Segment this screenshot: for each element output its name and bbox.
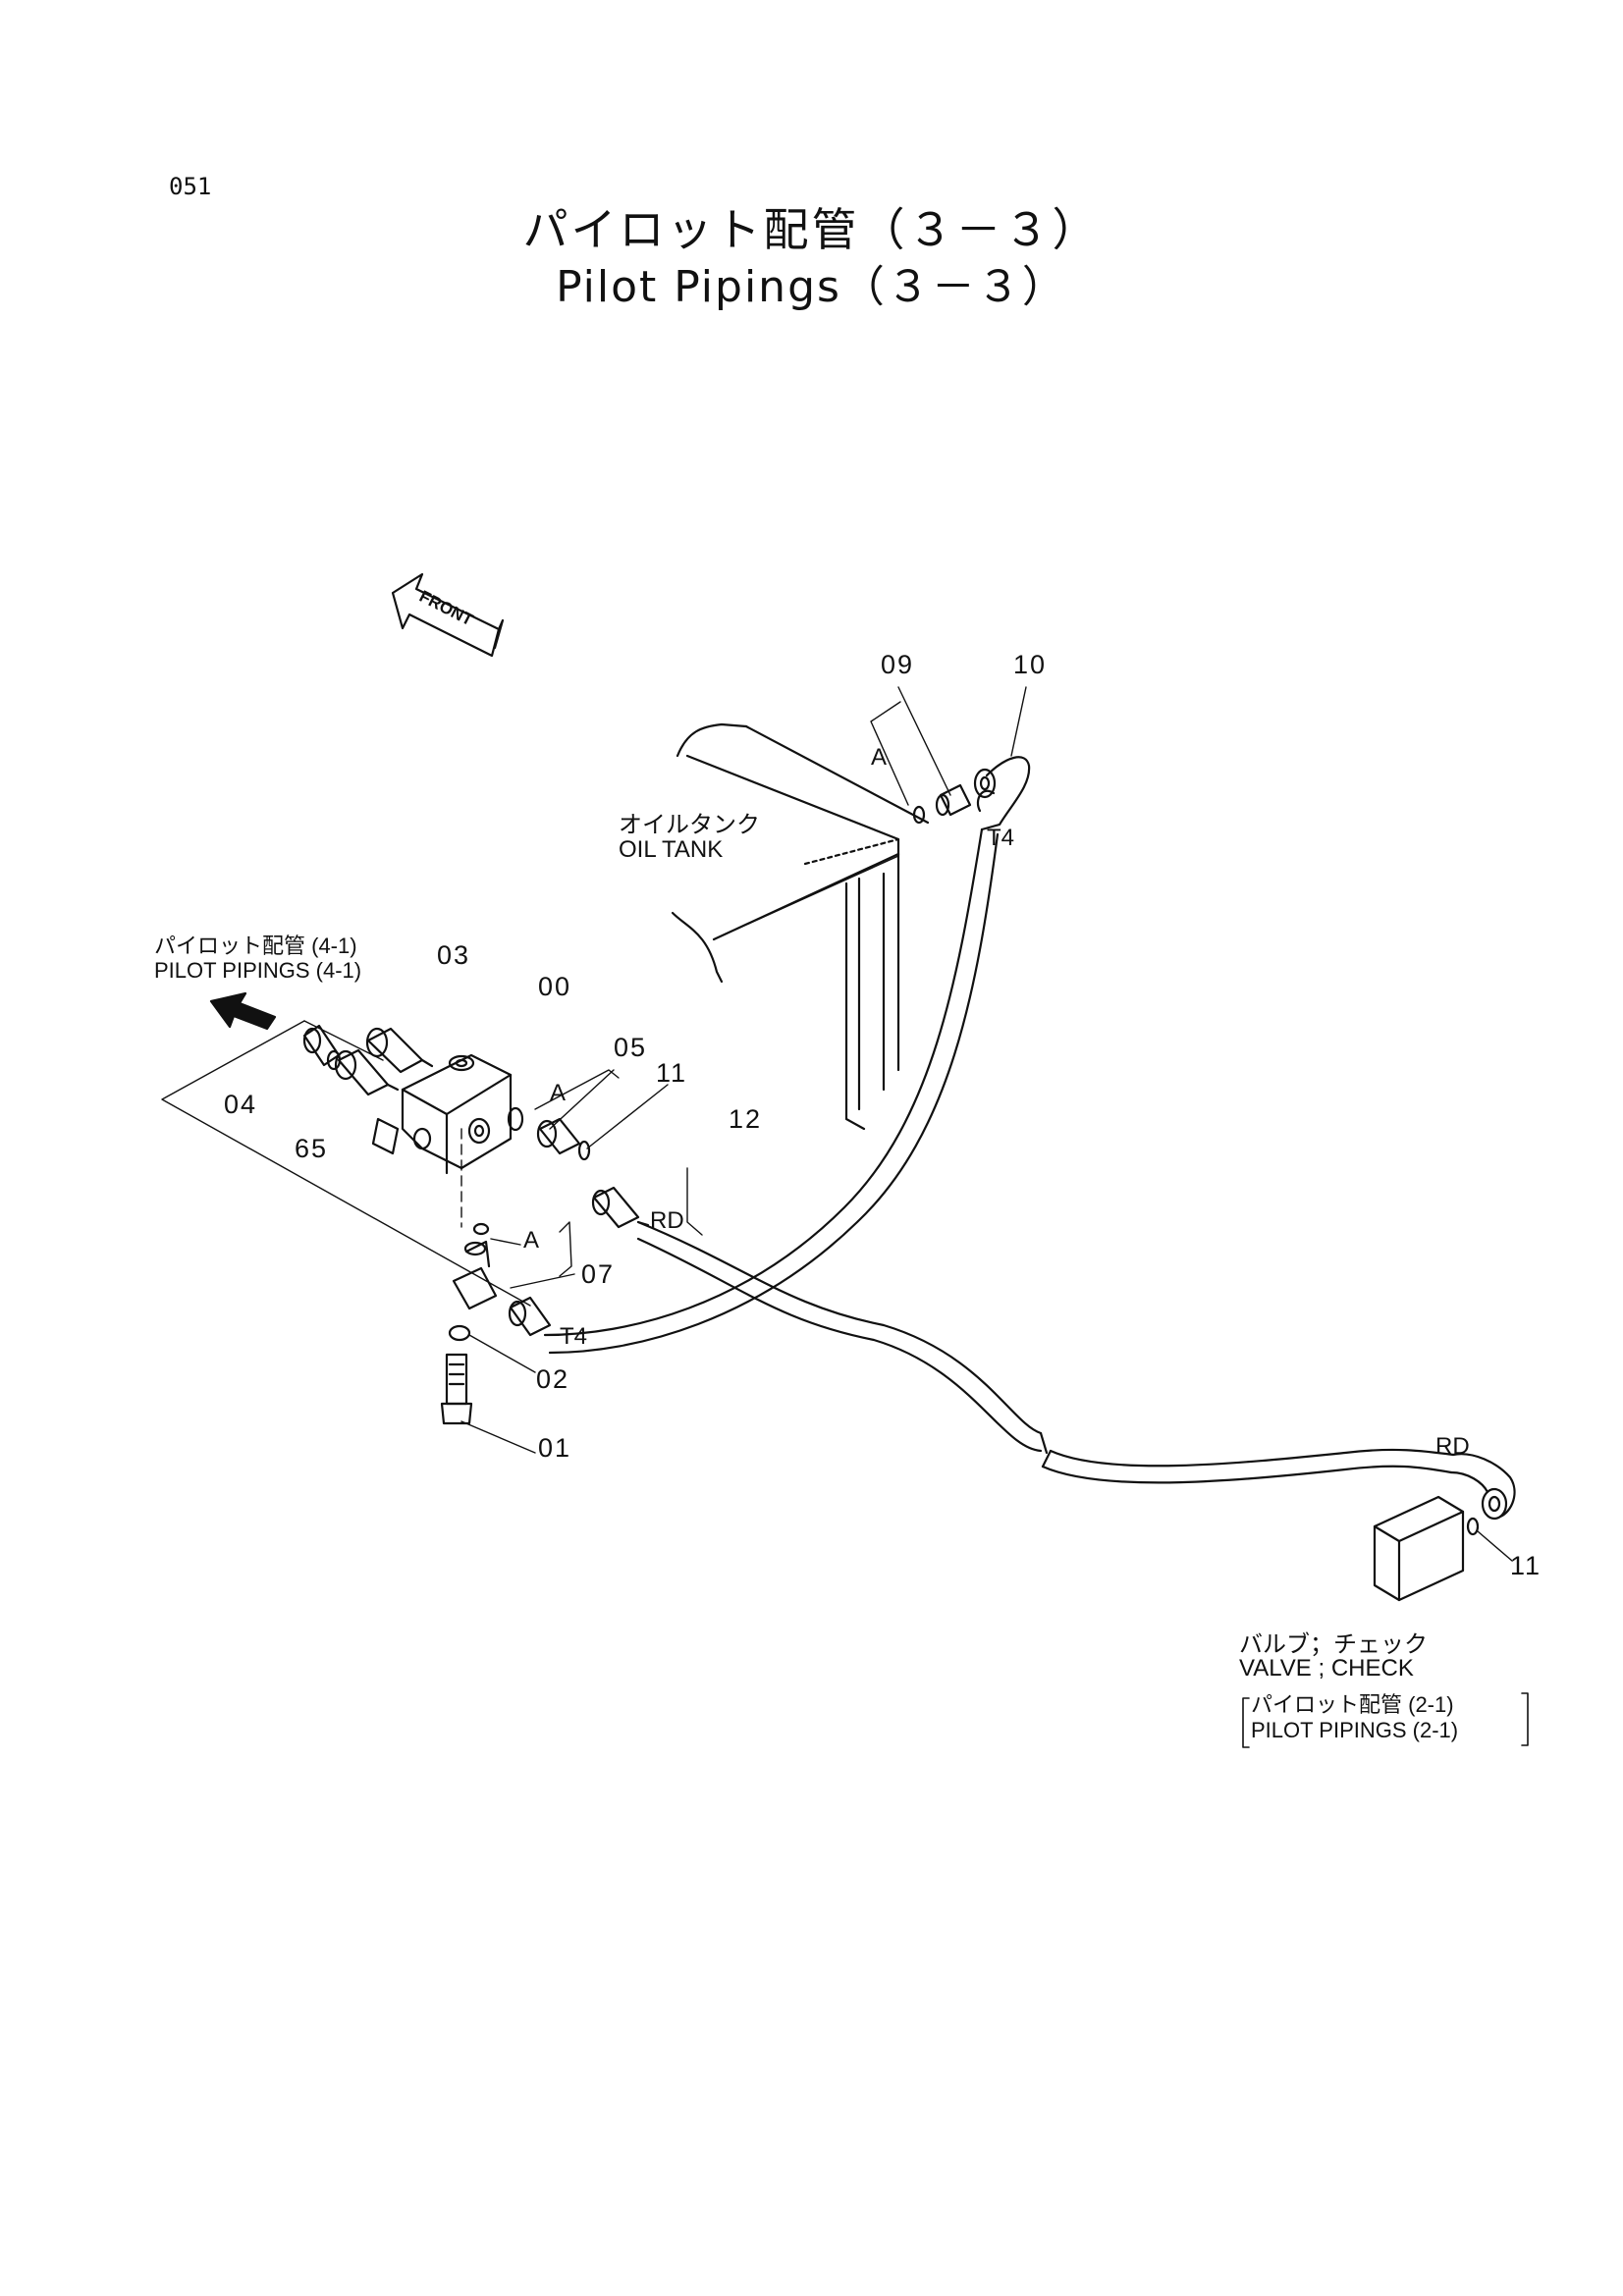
marker-a-top: A: [871, 744, 888, 771]
marker-a-low: A: [523, 1227, 540, 1254]
part-number-04: 04: [224, 1090, 258, 1119]
oil-tank-label-jp: オイルタンク: [619, 812, 760, 838]
oil-tank-outline: [671, 722, 930, 1131]
o-ring-11: [577, 1140, 591, 1161]
title-english: Pilot Pipings（３－３）: [556, 262, 1067, 312]
fitting-03: [365, 1027, 434, 1074]
valve-block-00: [371, 1053, 513, 1175]
check-valve-block: [1373, 1495, 1465, 1602]
part-number-07: 07: [581, 1259, 616, 1289]
bolt-01: [440, 1353, 473, 1425]
part-number-02: 02: [536, 1364, 570, 1394]
fitting-65: [334, 1048, 400, 1096]
part-number-05: 05: [614, 1033, 648, 1062]
oil-tank-label-en: OIL TANK: [619, 836, 724, 863]
pilot-41-label-en: PILOT PIPINGS (4-1): [154, 958, 362, 983]
valve-check-label-en: VALVE ; CHECK: [1239, 1655, 1414, 1682]
hose-end-t4: [508, 1296, 552, 1337]
marker-a-mid: A: [550, 1080, 567, 1106]
tee-fitting-07: [452, 1222, 498, 1310]
fitting-05: [536, 1117, 581, 1155]
o-ring-a: [507, 1106, 524, 1132]
marker-rd-right: RD: [1435, 1433, 1470, 1460]
part-number-01: 01: [538, 1433, 572, 1463]
valve-check-label-jp: バルブ；チェック: [1239, 1631, 1428, 1658]
pilot-21-label-jp: パイロット配管 (2-1): [1251, 1692, 1454, 1717]
elbow-fitting-10: [973, 756, 1031, 831]
hose-t4: [543, 828, 1000, 1355]
marker-rd-left: RD: [650, 1207, 684, 1234]
fitting-04: [302, 1024, 342, 1071]
part-number-10: 10: [1013, 650, 1048, 679]
part-number-00: 00: [538, 972, 572, 1001]
hose-end-rd: [591, 1186, 650, 1229]
adapter-fitting-09: [912, 783, 972, 825]
elbow-fitting-right: [1449, 1453, 1516, 1536]
hose-12: [636, 1220, 1455, 1484]
washer-02: [448, 1324, 471, 1342]
pilot-21-label-en: PILOT PIPINGS (2-1): [1251, 1718, 1459, 1742]
part-number-11-lower: 11: [1510, 1551, 1542, 1580]
front-arrow-icon: [391, 572, 505, 658]
part-number-12: 12: [729, 1104, 763, 1134]
title-japanese: パイロット配管（３－３）: [522, 203, 1101, 256]
part-number-65: 65: [295, 1134, 329, 1163]
part-number-11-upper: 11: [656, 1058, 688, 1088]
part-number-09: 09: [881, 650, 915, 679]
page-number: 051: [169, 173, 212, 200]
marker-t4-low: T4: [560, 1323, 588, 1350]
pilot-41-label-jp: パイロット配管 (4-1): [154, 934, 357, 958]
part-number-03: 03: [437, 940, 471, 970]
marker-t4-top: T4: [987, 825, 1015, 851]
